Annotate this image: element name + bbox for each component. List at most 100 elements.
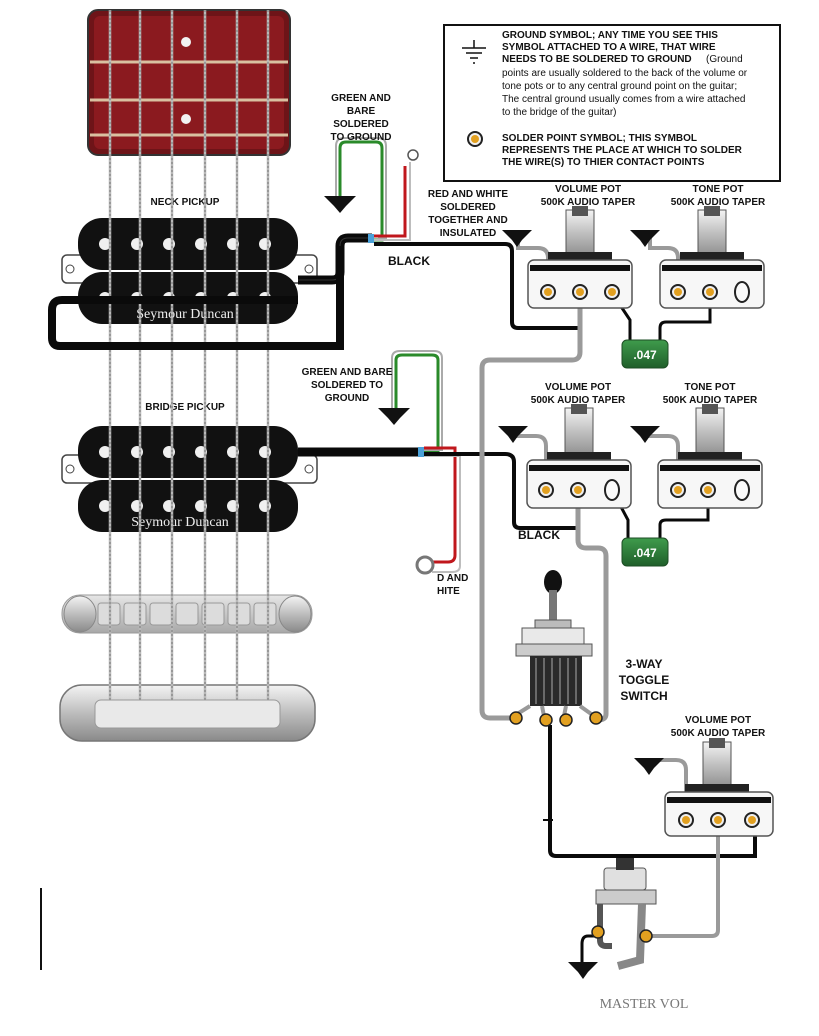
switch-label-line: 3-WAY [626, 657, 663, 671]
solder-point [702, 284, 718, 300]
bridge-volume-pot [526, 404, 632, 509]
note-red-white-line: TOGETHER AND [428, 215, 507, 226]
neck-tone-capacitor: .047 [621, 339, 669, 369]
pot-lug-unused [734, 479, 750, 501]
legend-solder-line-3: THE WIRE(S) TO THIER CONTACT POINTS [502, 157, 705, 168]
solder-point [509, 711, 523, 725]
solder-point [538, 482, 554, 498]
legend-ground-note-1: (Ground [706, 54, 743, 65]
ground-symbol [568, 962, 598, 979]
legend-solder-line-1: SOLDER POINT SYMBOL; THIS SYMBOL [502, 133, 697, 144]
bridge-volume-pot-label: VOLUME POT 500K AUDIO TAPER [531, 382, 626, 406]
legend-ground-note-5: to the bridge of the guitar) [502, 107, 617, 118]
pot-label-line: 500K AUDIO TAPER [671, 728, 766, 739]
cable-sleeve [418, 447, 424, 457]
note-bridge-ground-line: GROUND [325, 393, 369, 404]
legend-ground-icon [462, 40, 486, 64]
note-bridge-red-white: D AND HITE [437, 573, 468, 597]
solder-point [639, 929, 653, 943]
pot-lug-unused [734, 281, 750, 303]
pot-label-line: TONE POT [693, 184, 744, 195]
pot-label-line: VOLUME POT [685, 715, 751, 726]
note-red-white-line: INSULATED [440, 228, 496, 239]
pot-label-line: 500K AUDIO TAPER [663, 395, 758, 406]
note-neck-ground-line: BARE [347, 106, 376, 117]
note-red-white-line: RED AND WHITE [428, 189, 509, 200]
note-red-white: RED AND WHITE SOLDERED TOGETHER AND INSU… [428, 189, 509, 239]
legend-ground-line-1: GROUND SYMBOL; ANY TIME YOU SEE THIS [502, 30, 718, 41]
cable-sleeve [368, 234, 374, 243]
switch-output-wire [548, 725, 757, 858]
neck-pickup-brand: Seymour Duncan [136, 307, 234, 322]
bridge-lead-to-switch [575, 492, 609, 723]
ground-symbol [502, 230, 532, 247]
solder-point [589, 711, 603, 725]
bridge-tone-capacitor: .047 [621, 537, 669, 567]
pot-label-line: 500K AUDIO TAPER [541, 197, 636, 208]
neck-capacitor-value: .047 [633, 348, 657, 362]
switch-label-line: TOGGLE [619, 673, 669, 687]
fret-marker [181, 114, 191, 124]
note-neck-ground-line: SOLDERED [333, 119, 389, 130]
master-volume-pot-label: VOLUME POT 500K AUDIO TAPER [671, 715, 766, 739]
solder-point [710, 812, 726, 828]
neck-pickup-label: NECK PICKUP [151, 197, 220, 208]
solder-point [570, 482, 586, 498]
tailpiece [59, 684, 316, 742]
neck-pickup: Seymour Duncan [61, 218, 318, 324]
solder-point [700, 482, 716, 498]
note-black-1: BLACK [388, 254, 430, 268]
pot-label-line: 500K AUDIO TAPER [531, 395, 626, 406]
ground-symbol [630, 230, 660, 247]
switch-label-line: SWITCH [620, 689, 667, 703]
bridge-tone-pot-label: TONE POT 500K AUDIO TAPER [663, 382, 758, 406]
fret-marker [181, 37, 191, 47]
switch-label: 3-WAY TOGGLE SWITCH [619, 657, 669, 703]
solder-point [540, 284, 556, 300]
legend-solder-line-2: REPRESENTS THE PLACE AT WHICH TO SOLDER [502, 145, 743, 156]
solder-point [678, 812, 694, 828]
ground-symbol [378, 408, 410, 425]
note-bridge-ground: GREEN AND BARE SOLDERED TO GROUND [302, 367, 393, 404]
solder-point [744, 812, 760, 828]
solder-point [670, 482, 686, 498]
pot-label-line: VOLUME POT [545, 382, 611, 393]
master-to-jack-wire [646, 820, 720, 938]
solder-point [559, 713, 573, 727]
pot-label-line: TONE POT [685, 382, 736, 393]
neck-volume-pot-label: VOLUME POT 500K AUDIO TAPER [541, 184, 636, 208]
note-neck-ground-line: GREEN AND [331, 93, 391, 104]
legend-ground-note-2: points are usually soldered to the back … [502, 68, 748, 79]
solder-points [509, 281, 760, 943]
note-red-white-line: SOLDERED [440, 202, 496, 213]
ground-symbol [630, 426, 660, 443]
legend-ground-note-3: tone pots or to any central ground point… [502, 81, 737, 92]
solder-point [539, 713, 553, 727]
neck-pickup-cable-loop [48, 246, 344, 350]
note-bridge-red-white-line: D AND [437, 573, 468, 584]
fretboard [87, 9, 291, 156]
bridge-saddles [61, 594, 313, 634]
note-neck-ground-line: TO GROUND [331, 132, 392, 143]
bridge-hot-wire [424, 452, 580, 530]
solder-point [670, 284, 686, 300]
note-bridge-ground-line: SOLDERED TO [311, 380, 383, 391]
legend-ground-line-2: SYMBOL ATTACHED TO A WIRE, THAT WIRE [502, 42, 716, 53]
pot-label-line: 500K AUDIO TAPER [671, 197, 766, 208]
note-black-2: BLACK [518, 528, 560, 542]
ground-symbol [634, 758, 664, 775]
note-neck-ground: GREEN AND BARE SOLDERED TO GROUND [331, 93, 392, 143]
pot-lug-unused [604, 479, 620, 501]
neck-lead-to-switch [479, 296, 583, 721]
bridge-pickup-brand: Seymour Duncan [131, 515, 229, 530]
bridge-pickup-label: BRIDGE PICKUP [145, 402, 225, 413]
legend-solder-icon [467, 131, 483, 147]
neck-hot-wire [374, 242, 582, 330]
bridge-capacitor-value: .047 [633, 546, 657, 560]
neck-tone-pot-label: TONE POT 500K AUDIO TAPER [671, 184, 766, 208]
three-way-toggle-switch [512, 570, 596, 718]
solder-point [604, 284, 620, 300]
legend-ground-line-3: NEEDS TO BE SOLDERED TO GROUND [502, 54, 692, 65]
note-bridge-red-white-line: HITE [437, 586, 460, 597]
